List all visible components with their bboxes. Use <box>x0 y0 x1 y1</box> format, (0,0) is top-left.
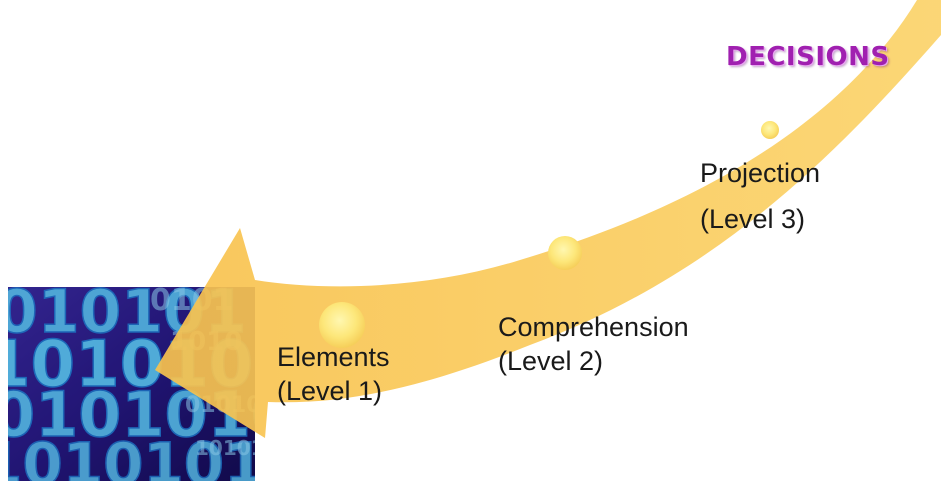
level-2-name: Comprehension <box>498 312 689 342</box>
level-1-label: Elements (Level 1) <box>277 340 390 408</box>
level-1-name: Elements <box>277 342 390 372</box>
svg-text:1010101010: 1010101010 <box>0 430 386 481</box>
level-3-name: Projection <box>700 158 821 188</box>
level-dot-2 <box>548 236 582 270</box>
level-3-label: Projection (Level 3) <box>700 156 820 236</box>
level-dot-3 <box>761 121 779 139</box>
level-2-sub: (Level 2) <box>498 346 604 376</box>
decisions-label: DECISIONS <box>726 42 890 72</box>
level-3-sub: (Level 3) <box>700 204 806 234</box>
level-dot-1 <box>319 302 365 348</box>
level-1-sub: (Level 1) <box>277 376 383 406</box>
level-2-label: Comprehension (Level 2) <box>498 310 689 378</box>
svg-text:101010: 101010 <box>195 436 279 460</box>
